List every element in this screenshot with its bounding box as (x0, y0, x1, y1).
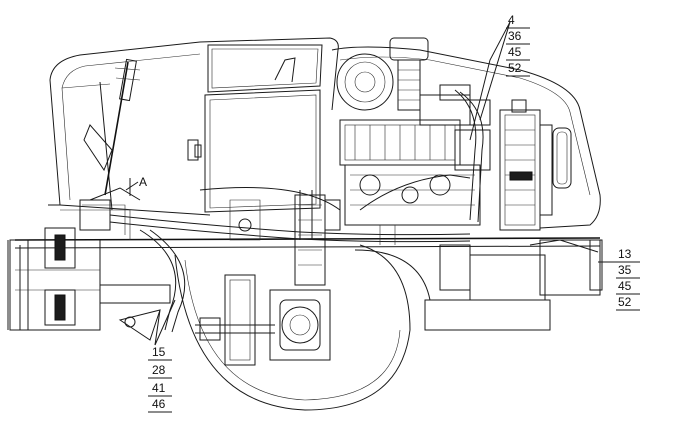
callout-right-1: 13 (618, 247, 632, 261)
rear-wheel (174, 244, 411, 411)
callout-group-top: 4 36 45 52 (506, 13, 530, 77)
leader-lines (154, 21, 599, 346)
cab-rear-window (207, 44, 323, 93)
callout-top-4: 52 (508, 61, 522, 75)
callout-right-4: 52 (618, 295, 632, 309)
callout-top-3: 45 (508, 45, 522, 59)
drive-shaft (195, 324, 275, 334)
radiator (499, 99, 572, 231)
callout-group-right: 13 35 45 52 (598, 247, 640, 311)
front-ballast (539, 239, 601, 296)
hood (331, 37, 601, 229)
transmission (195, 190, 341, 366)
callout-right-2: 35 (618, 263, 632, 277)
front-grille (552, 127, 572, 189)
callout-bottom-3: 41 (152, 381, 166, 395)
air-cleaner (336, 53, 394, 111)
cab-door-window (204, 89, 321, 213)
chassis-frame (7, 227, 603, 331)
callout-bottom-2: 28 (152, 363, 166, 377)
front-wheel (354, 249, 431, 301)
hydraulic-lines (60, 174, 471, 341)
engine (339, 84, 491, 226)
callout-top-1: 4 (508, 13, 515, 27)
callout-group-bottom: 15 28 41 46 (148, 345, 172, 413)
view-marker-a: A (139, 175, 147, 189)
callout-right-3: 45 (618, 279, 632, 293)
cab: A (48, 37, 339, 216)
callout-bottom-4: 46 (152, 397, 166, 411)
callout-top-2: 36 (508, 29, 522, 43)
steering-wheel (83, 124, 113, 172)
callout-bottom-1: 15 (152, 345, 166, 359)
